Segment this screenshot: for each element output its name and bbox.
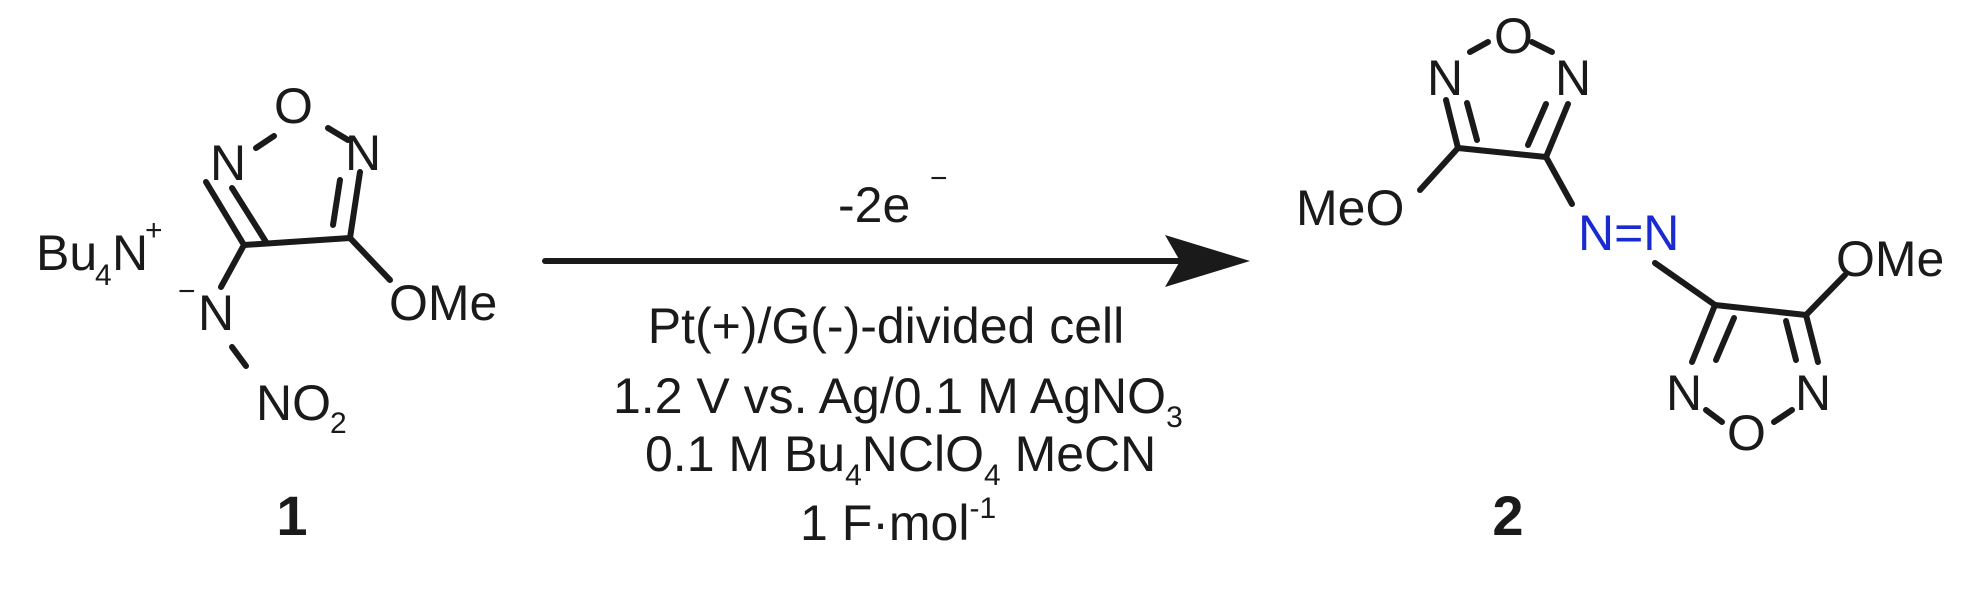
condition-line-3-pre: 0.1 M Bu — [645, 426, 845, 482]
top-methoxy: MeO — [1296, 180, 1404, 236]
condition-line-3: 0.1 M Bu4NClO4 MeCN — [645, 426, 1156, 492]
condition-line-3-sub1: 4 — [845, 459, 862, 492]
condition-line-4-main: 1 F·mol — [800, 495, 969, 551]
condition-line-3-post: MeCN — [1001, 426, 1157, 482]
bond-azo-bottom-c — [1652, 260, 1718, 308]
top-ring-n-left: N — [1427, 50, 1463, 106]
top-ring-o: O — [1494, 8, 1533, 64]
ring-bond-o-n-right — [325, 125, 351, 143]
condition-electrons-sup: − — [930, 162, 948, 195]
counterion-bu: Bu — [36, 225, 97, 281]
bond-bottom-c-ome — [1803, 272, 1848, 318]
bottom-methoxy: OMe — [1836, 231, 1944, 287]
bottom-ring-bond-n-o — [1703, 407, 1725, 425]
bottom-ring-bond-c-c — [1712, 302, 1809, 318]
bottom-ring-bond-c-n-inner — [1713, 315, 1737, 363]
counterion-charge: + — [145, 214, 163, 247]
condition-line-4: 1 F·mol-1 — [800, 492, 996, 551]
counterion-n: N — [112, 225, 148, 281]
bottom-ring-n-right: N — [1795, 365, 1831, 421]
bond-n-no2 — [229, 344, 249, 369]
top-ring-bond-c-n-inner — [1525, 101, 1549, 148]
nitro-sub: 2 — [330, 407, 347, 440]
ring-bond-c4-c3 — [241, 235, 353, 248]
nitro-no: NO — [256, 375, 331, 431]
bottom-ring-n-left: N — [1666, 365, 1702, 421]
arrow-head — [1165, 235, 1250, 287]
ring-o: O — [274, 78, 313, 134]
condition-line-2-sub: 3 — [1166, 401, 1183, 434]
amide-n: N — [198, 285, 234, 341]
bottom-ring-bond-c-n2 — [1803, 312, 1821, 365]
top-ring-bond-c-n — [1543, 101, 1571, 160]
reaction-arrow: -2e − Pt(+)/G(-)-divided cell 1.2 V vs. … — [542, 162, 1250, 551]
condition-line-2: 1.2 V vs. Ag/0.1 M AgNO3 — [613, 368, 1183, 434]
ring-bond-o-n-left — [253, 133, 277, 151]
condition-line-2-main: 1.2 V vs. Ag/0.1 M AgNO — [613, 368, 1166, 424]
bond-c3-ome — [347, 235, 393, 283]
amide-charge: − — [178, 275, 196, 308]
ring-bond-n-c4 — [203, 179, 247, 248]
bottom-ring-bond-c-n2-inner — [1783, 318, 1799, 363]
top-ring-bond-n-c-inner — [1464, 100, 1480, 143]
ring-bond-n-c4-inner — [229, 185, 269, 245]
top-ring-n-right: N — [1555, 50, 1591, 106]
counterion-sub: 4 — [95, 259, 112, 292]
condition-line-4-sup: -1 — [969, 492, 996, 525]
bottom-ring-o: O — [1727, 405, 1766, 461]
compound-label-1: 1 — [276, 484, 307, 547]
bottom-ring-bond-c-n — [1689, 302, 1718, 365]
top-ring-bond-n-o — [1467, 39, 1491, 55]
top-ring-bond-n-c — [1443, 97, 1461, 151]
bottom-ring-bond-o-n — [1771, 407, 1795, 425]
condition-electrons: -2e — [838, 177, 910, 233]
reactant-1: Bu 4 N + O N N − N NO 2 OMe 1 — [36, 78, 497, 547]
ring-n-right: N — [345, 125, 381, 181]
ring-bond-c3-n-inner — [330, 177, 343, 228]
condition-line-1: Pt(+)/G(-)-divided cell — [648, 298, 1125, 354]
ring-bond-c3-n — [347, 169, 363, 241]
bond-c4-amide-n — [218, 242, 247, 290]
compound-label-2: 2 — [1492, 484, 1523, 547]
condition-line-3-sub2: 4 — [984, 459, 1001, 492]
azo-group: N=N — [1578, 205, 1679, 261]
methoxy: OMe — [389, 275, 497, 331]
bond-top-c-meo — [1417, 145, 1461, 193]
top-ring-bond-c-c — [1455, 145, 1549, 160]
ring-n-left: N — [210, 135, 246, 191]
condition-line-3-mid: NClO — [862, 426, 984, 482]
product-2: O N N MeO N=N N O N OMe 2 — [1296, 8, 1944, 547]
bond-top-c-azo — [1543, 154, 1575, 207]
top-ring-bond-o-n — [1529, 39, 1555, 55]
